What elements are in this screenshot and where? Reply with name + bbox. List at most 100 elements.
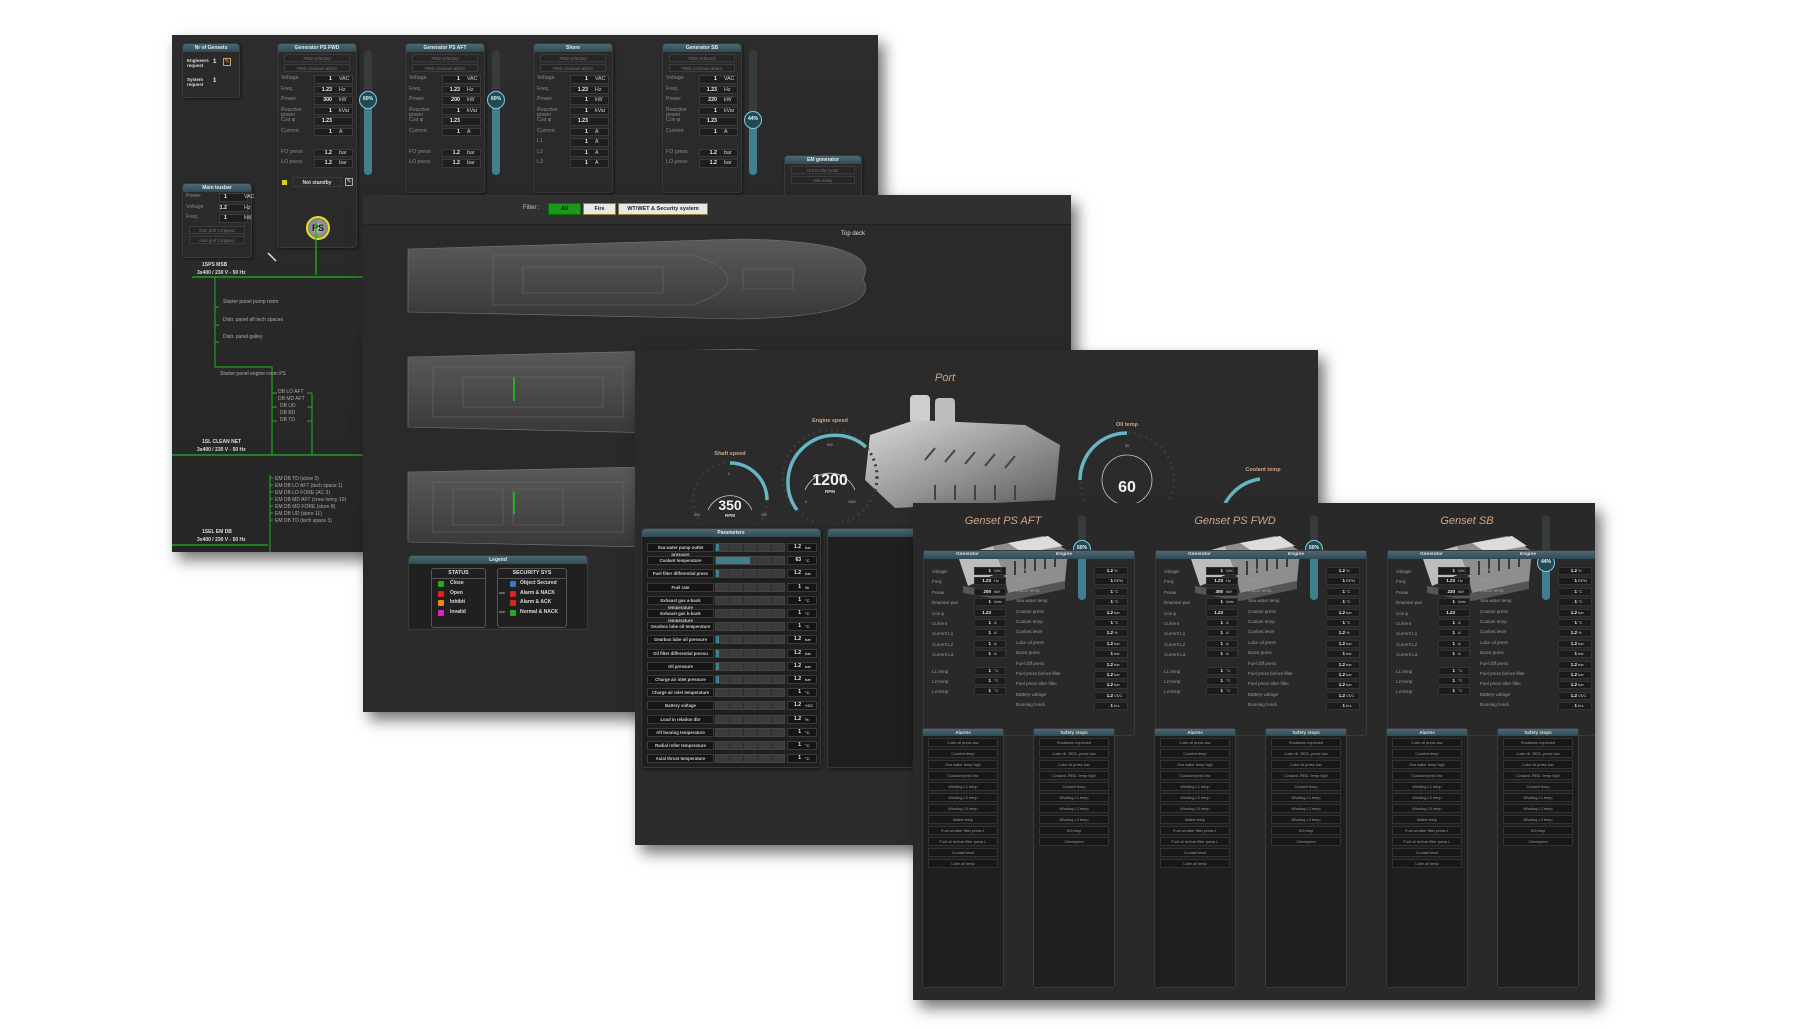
alarm-indicator[interactable]: Winding L3 temp — [1392, 803, 1462, 813]
load-knob[interactable]: 60% — [487, 91, 505, 109]
safety-stop-indicator[interactable]: Coolant -RED- temp high — [1271, 770, 1341, 780]
pms-common-alarm-button[interactable]: PMS common alarm — [284, 64, 350, 72]
safety-stop-indicator[interactable]: Coolant -RED- temp high — [1503, 770, 1573, 780]
load-knob[interactable]: 44% — [744, 111, 762, 129]
safety-stop-indicator[interactable]: Coolant -RED- temp high — [1039, 770, 1109, 780]
safety-stop-indicator[interactable]: Winding L1 temp — [1039, 792, 1109, 802]
alarm-indicator[interactable]: Winding L1 temp — [928, 781, 998, 791]
alarm-indicator[interactable]: Lube oil press low — [1160, 737, 1230, 747]
alarm-indicator[interactable]: Coolant temp — [1160, 748, 1230, 758]
alarm-indicator[interactable]: Winding L3 temp — [1160, 803, 1230, 813]
safety-stop-indicator[interactable]: Winding L3 temp — [1271, 814, 1341, 824]
top-deck-plan[interactable] — [407, 238, 866, 320]
safety-stop-indicator[interactable]: Winding L3 temp — [1503, 814, 1573, 824]
alarm-indicator[interactable]: Winding L3 temp — [928, 803, 998, 813]
load-slider[interactable]: 60% — [487, 50, 505, 175]
safety-stop-indicator[interactable]: Lube oil press low — [1271, 759, 1341, 769]
safety-stop-indicator[interactable]: Overspeed — [1039, 836, 1109, 846]
parameter-unit: bar — [805, 571, 811, 577]
safety-stop-indicator[interactable]: Winding L1 temp — [1271, 792, 1341, 802]
em-mode-status[interactable]: Not in EM mode — [791, 166, 855, 174]
alarm-indicator[interactable]: Coolant temp — [928, 748, 998, 758]
alarm-indicator[interactable]: Coolant press low — [928, 770, 998, 780]
safety-stop-indicator[interactable]: Shutdown expected — [1503, 737, 1573, 747]
filter-security-button[interactable]: WT/WET & Security system — [618, 203, 708, 215]
edit-icon[interactable]: ✎ — [223, 58, 231, 66]
alarm-indicator[interactable]: Coolant level — [1392, 847, 1462, 857]
safety-stop-indicator[interactable]: EM stop — [1271, 825, 1341, 835]
alarm-indicator[interactable]: Coolant press low — [1160, 770, 1230, 780]
alarm-indicator[interactable]: Sea water temp high — [1392, 759, 1462, 769]
alarm-indicator[interactable]: Fuel oil after filter press L — [1392, 825, 1462, 835]
alarm-indicator[interactable]: Winding L2 temp — [1160, 792, 1230, 802]
safety-stop-indicator[interactable]: Lube oil -RED- press low — [1271, 748, 1341, 758]
alarm-indicator[interactable]: Lube oil press low — [928, 737, 998, 747]
standby-button[interactable]: Not standby — [292, 176, 342, 187]
safety-stop-indicator[interactable]: Coolant temp — [1039, 781, 1109, 791]
alarm-indicator[interactable]: Fuel oil before filter press L — [928, 836, 998, 846]
safety-stop-indicator[interactable]: Lube oil press low — [1503, 759, 1573, 769]
alarm-indicator[interactable]: Winding L1 temp — [1392, 781, 1462, 791]
alarm-indicator[interactable]: Coolant temp — [1392, 748, 1462, 758]
non-pref-trip-status[interactable]: Non pref 2 tripped — [189, 235, 245, 244]
pms-selected-button[interactable]: PMS selected — [669, 54, 735, 62]
filter-fire-button[interactable]: Fire — [583, 203, 616, 215]
alarm-indicator[interactable]: Winding L1 temp — [1160, 781, 1230, 791]
safety-stop-indicator[interactable]: EM stop — [1039, 825, 1109, 835]
safety-stop-indicator[interactable]: Lube oil -RED- press low — [1039, 748, 1109, 758]
alarm-indicator[interactable]: Lube oil press low — [1392, 737, 1462, 747]
safety-stop-indicator[interactable]: EM stop — [1503, 825, 1573, 835]
alarm-indicator[interactable]: Coolant press low — [1392, 770, 1462, 780]
safety-stop-indicator[interactable]: Lube oil -RED- press low — [1503, 748, 1573, 758]
alarm-indicator[interactable]: Intake temp — [1160, 814, 1230, 824]
pms-common-alarm-button[interactable]: PMS common alarm — [412, 64, 478, 72]
row-label: Coolant press — [1248, 608, 1276, 614]
alarm-indicator[interactable]: Winding L2 temp — [1392, 792, 1462, 802]
safety-stop-indicator[interactable]: Winding L3 temp — [1039, 814, 1109, 824]
filter-all-button[interactable]: All — [548, 203, 581, 215]
safety-stop-indicator[interactable]: Lube oil press low — [1039, 759, 1109, 769]
alarm-indicator[interactable]: Sea water temp high — [1160, 759, 1230, 769]
alarm-indicator[interactable]: Winding L2 temp — [928, 792, 998, 802]
pms-selected-button[interactable]: PMS selected — [284, 54, 350, 62]
safety-stop-indicator[interactable]: Winding L1 temp — [1503, 792, 1573, 802]
pms-selected-button[interactable]: PMS selected — [412, 54, 478, 62]
alarm-indicator[interactable]: Lube oil temp — [1160, 858, 1230, 868]
alarm-indicator[interactable]: Fuel oil after filter press L — [1160, 825, 1230, 835]
alarm-indicator[interactable]: Intake temp — [1392, 814, 1462, 824]
safety-stop-indicator[interactable]: Coolant temp — [1503, 781, 1573, 791]
generator-symbol-ps[interactable]: PS — [306, 216, 330, 240]
alarm-indicator[interactable]: Coolant level — [928, 847, 998, 857]
safety-stop-indicator[interactable]: Winding L2 temp — [1503, 803, 1573, 813]
safety-stop-indicator[interactable]: Winding L2 temp — [1271, 803, 1341, 813]
safety-stop-indicator[interactable]: Coolant temp — [1271, 781, 1341, 791]
safety-stop-indicator[interactable]: Shutdown expected — [1039, 737, 1109, 747]
load-slider[interactable]: 60% — [359, 50, 377, 175]
alarm-indicator[interactable]: Fuel oil before filter press L — [1392, 836, 1462, 846]
alarm-indicator[interactable]: Lube oil temp — [928, 858, 998, 868]
load-slider[interactable]: 44% — [744, 50, 762, 175]
safety-stop-indicator[interactable]: Shutdown expected — [1271, 737, 1341, 747]
alarm-indicator[interactable]: Fuel oil before filter press L — [1160, 836, 1230, 846]
edit-icon[interactable]: ✎ — [345, 177, 353, 186]
row-label: Power — [537, 96, 553, 102]
alarm-indicator[interactable]: Sea water temp high — [928, 759, 998, 769]
alarm-indicator[interactable]: Lube oil temp — [1392, 858, 1462, 868]
load-knob[interactable]: 60% — [359, 91, 377, 109]
parameter-unit: bar — [805, 663, 811, 669]
safety-stop-indicator[interactable]: Winding L2 temp — [1039, 803, 1109, 813]
pms-common-alarm-button[interactable]: PMS common alarm — [540, 64, 606, 72]
safety-stop-indicator[interactable]: Overspeed — [1271, 836, 1341, 846]
pms-selected-button[interactable]: PMS selected — [540, 54, 606, 62]
em-ready-status[interactable]: Not ready — [791, 176, 855, 184]
row-value: 1.2 — [324, 149, 332, 156]
safety-stop-indicator[interactable]: Overspeed — [1503, 836, 1573, 846]
non-pref-trip-status[interactable]: Non pref 1 tripped — [189, 225, 245, 234]
alarm-indicator[interactable]: Coolant level — [1160, 847, 1230, 857]
alarm-indicator[interactable]: Fuel oil after filter press L — [928, 825, 998, 835]
alarm-indicator[interactable]: Intake temp — [928, 814, 998, 824]
pms-common-alarm-button[interactable]: PMS common alarm — [669, 64, 735, 72]
